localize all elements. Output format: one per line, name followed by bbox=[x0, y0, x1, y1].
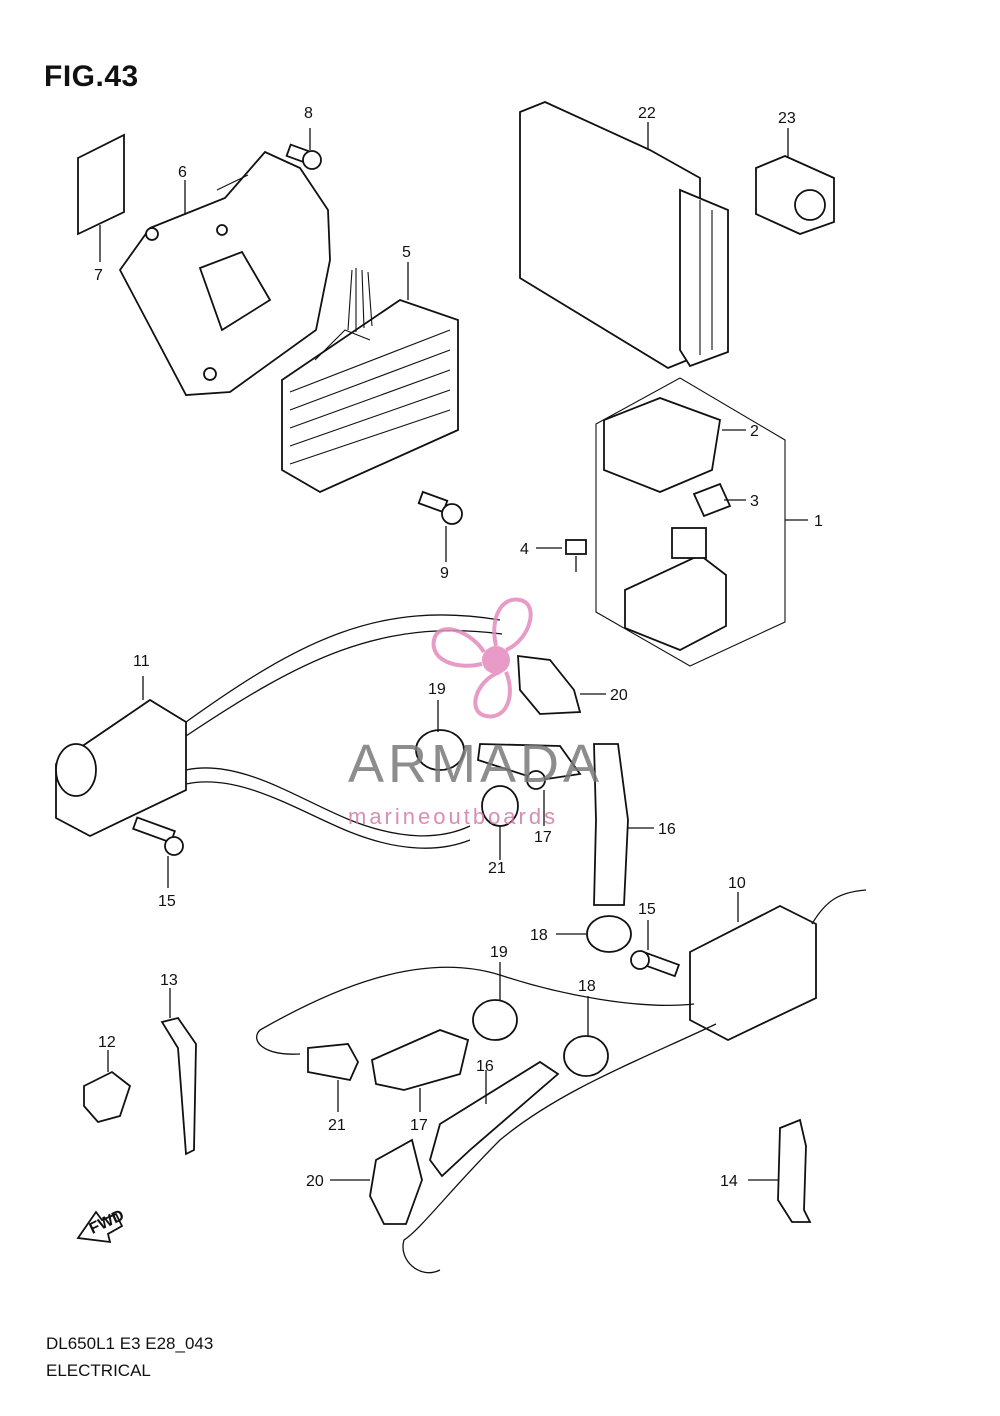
callout-17-upper: 17 bbox=[534, 829, 552, 846]
clamp-12-part bbox=[83, 1050, 132, 1124]
callout-11: 11 bbox=[133, 653, 150, 670]
callout-14: 14 bbox=[720, 1173, 738, 1190]
connector-part bbox=[755, 128, 835, 235]
callout-3: 3 bbox=[750, 493, 759, 510]
upper-plug-caps-part bbox=[415, 654, 654, 906]
callout-12: 12 bbox=[98, 1034, 116, 1051]
screw-4-part bbox=[536, 539, 587, 572]
callout-6: 6 bbox=[178, 164, 187, 181]
clamp-14-part bbox=[748, 1118, 812, 1223]
bolt-15-right-part bbox=[630, 920, 681, 978]
callout-15-left: 15 bbox=[158, 893, 176, 910]
ignition-coil-front-part bbox=[55, 614, 503, 849]
bracket-part bbox=[118, 150, 331, 396]
callout-8: 8 bbox=[304, 105, 313, 122]
section-name: ELECTRICAL bbox=[46, 1361, 151, 1380]
callout-21-upper: 21 bbox=[488, 860, 506, 877]
boot-18-upper-part bbox=[556, 915, 632, 953]
bolt-9-part bbox=[417, 490, 463, 562]
ecm-unit-part bbox=[519, 101, 729, 370]
callout-17-lower: 17 bbox=[410, 1117, 428, 1134]
callout-20-upper: 20 bbox=[610, 687, 628, 704]
callout-20-lower: 20 bbox=[306, 1173, 324, 1190]
callout-7: 7 bbox=[94, 267, 103, 284]
callout-18-upper: 18 bbox=[530, 927, 548, 944]
propeller-logo-icon bbox=[431, 597, 533, 719]
cable-tie-13-part bbox=[160, 988, 197, 1156]
callout-16-upper: 16 bbox=[658, 821, 676, 838]
diagram-code: DL650L1 E3 E28_043 bbox=[46, 1334, 214, 1353]
watermark-brand: ARMADA bbox=[348, 734, 603, 794]
watermark-tagline: marineoutboards bbox=[348, 804, 558, 829]
footer: DL650L1 E3 E28_043 ELECTRICAL bbox=[46, 1330, 213, 1384]
bolt-8-part bbox=[285, 128, 322, 170]
callout-10: 10 bbox=[728, 875, 746, 892]
callout-2: 2 bbox=[750, 423, 759, 440]
lower-plug-caps-part bbox=[307, 962, 609, 1225]
callout-4: 4 bbox=[520, 541, 529, 558]
callout-21-lower: 21 bbox=[328, 1117, 346, 1134]
ignition-coil-rear-part bbox=[256, 889, 867, 1274]
callout-19-lower: 19 bbox=[490, 944, 508, 961]
regulator-part bbox=[281, 262, 459, 494]
callout-19-upper: 19 bbox=[428, 681, 446, 698]
bolt-15-left-part bbox=[132, 816, 184, 888]
relay-box-group bbox=[595, 377, 808, 667]
fwd-arrow-icon: FWD bbox=[76, 1207, 127, 1244]
callout-18-lower: 18 bbox=[578, 978, 596, 995]
watermark: ARMADA marineoutboards bbox=[348, 597, 603, 829]
callout-15-right: 15 bbox=[638, 901, 656, 918]
callout-13: 13 bbox=[160, 972, 178, 989]
callout-23: 23 bbox=[778, 110, 796, 127]
callout-9: 9 bbox=[440, 565, 449, 582]
callout-16-lower: 16 bbox=[476, 1058, 494, 1075]
callout-22: 22 bbox=[638, 105, 656, 122]
figure-title: FIG.43 bbox=[44, 60, 139, 93]
label-sheet-part bbox=[77, 133, 125, 262]
callout-labels: 8 6 7 5 9 22 23 2 3 1 4 11 19 20 17 16 2… bbox=[94, 105, 823, 1190]
callout-5: 5 bbox=[402, 244, 411, 261]
callout-1: 1 bbox=[814, 513, 823, 530]
